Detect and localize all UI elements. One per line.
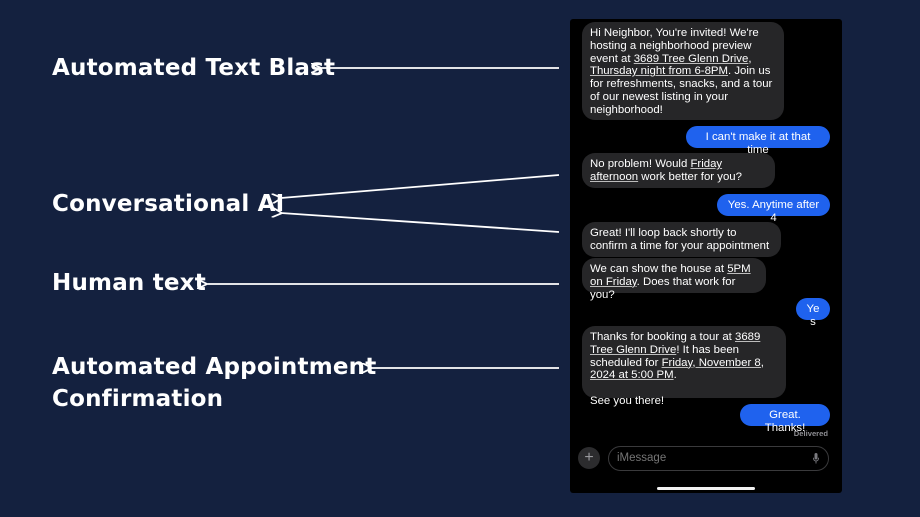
label-automated-appointment: Automated Appointment (52, 354, 377, 380)
imessage-text-field[interactable] (617, 452, 797, 464)
plus-button[interactable]: + (578, 447, 600, 469)
label-human-text: Human text (52, 270, 206, 296)
address-link[interactable]: 3689 Tree Glenn Drive (633, 52, 749, 65)
appointment-datetime-link[interactable]: Friday, November 8, 2024 at 5:00 PM (590, 356, 764, 382)
imessage-input[interactable] (608, 446, 829, 471)
message-yes: Yes (796, 298, 830, 328)
message-great-thanks: Great. Thanks! (740, 404, 830, 434)
arrow-conversational-ai-1 (281, 174, 560, 198)
message-cant-make-it: I can't make it at that time (686, 126, 830, 156)
friday-afternoon-link[interactable]: Friday afternoon (590, 158, 723, 183)
event-time-link[interactable]: Thursday night from 6-8PM (590, 65, 729, 78)
message-automated-text-blast: Hi Neighbor, You're invited! We're hosti… (582, 22, 784, 120)
message-human-5pm-friday: We can show the house at 5PM on Friday. … (582, 258, 766, 301)
microphone-icon[interactable] (813, 453, 819, 464)
label-confirmation: Confirmation (52, 386, 224, 412)
home-indicator (657, 487, 755, 490)
5pm-friday-link[interactable]: 5PM on Friday (590, 263, 751, 288)
message-anytime-after-4: Yes. Anytime after 4 (717, 194, 830, 224)
message-friday-afternoon: No problem! Would Friday afternoon work … (582, 153, 775, 188)
imessage-phone-screen: Hi Neighbor, You're invited! We're hosti… (570, 19, 842, 493)
label-automated-text-blast: Automated Text Blast (52, 55, 336, 81)
label-conversational-ai: Conversational AI (52, 191, 285, 217)
delivered-status: Delivered (793, 429, 828, 438)
message-appointment-confirmation: Thanks for booking a tour at 3689 Tree G… (582, 326, 786, 407)
confirmation-address-link[interactable]: 3689 Tree Glenn Drive (590, 331, 761, 356)
message-loop-back: Great! I'll loop back shortly to confirm… (582, 222, 781, 257)
arrow-conversational-ai-2 (281, 213, 560, 233)
